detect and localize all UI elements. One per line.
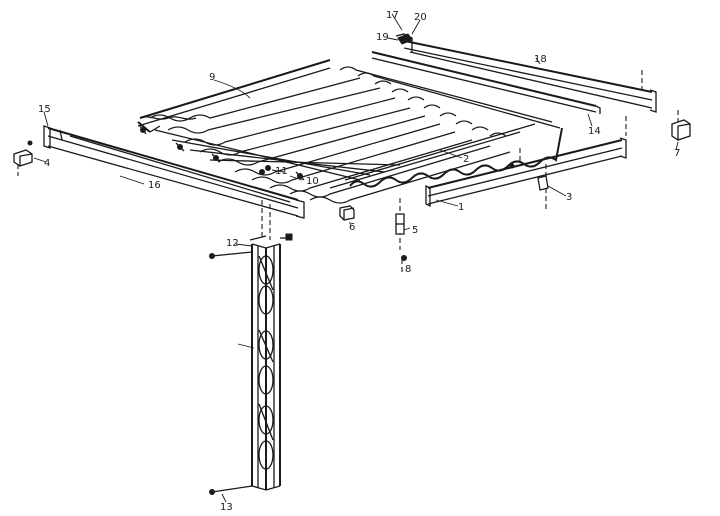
label-part-14: 14 [588, 126, 601, 137]
hardware-parts [13, 119, 691, 261]
leader-lines [33, 13, 679, 503]
back-rail [371, 33, 657, 114]
label-part-10: 10 [306, 176, 319, 187]
label-part-1: 1 [458, 202, 464, 213]
label-part-11: 11 [275, 166, 288, 177]
left-rail [43, 125, 305, 219]
label-part-7: 7 [674, 148, 680, 159]
front-rail [425, 137, 627, 208]
label-part-15: 15 [38, 104, 51, 115]
label-part-2: 2 [463, 154, 469, 165]
label-part-4: 4 [44, 158, 50, 169]
part-labels: 1 2 3 4 5 6 7 8 9 10 11 12 13 14 15 16 1… [38, 10, 680, 513]
label-part-3: 3 [566, 192, 572, 203]
label-part-16: 16 [148, 180, 161, 191]
label-part-8: 8 [405, 264, 411, 275]
label-part-17: 17 [386, 10, 399, 21]
roof-panels [137, 59, 563, 204]
label-part-5: 5 [412, 225, 418, 236]
support-column [209, 233, 293, 495]
label-part-19: 19 [376, 32, 389, 43]
label-part-13: 13 [220, 502, 233, 513]
label-part-20: 20 [414, 12, 427, 23]
label-part-9: 9 [209, 72, 215, 83]
label-part-12: 12 [226, 238, 239, 249]
label-part-6: 6 [349, 222, 355, 233]
label-part-18: 18 [534, 54, 547, 65]
